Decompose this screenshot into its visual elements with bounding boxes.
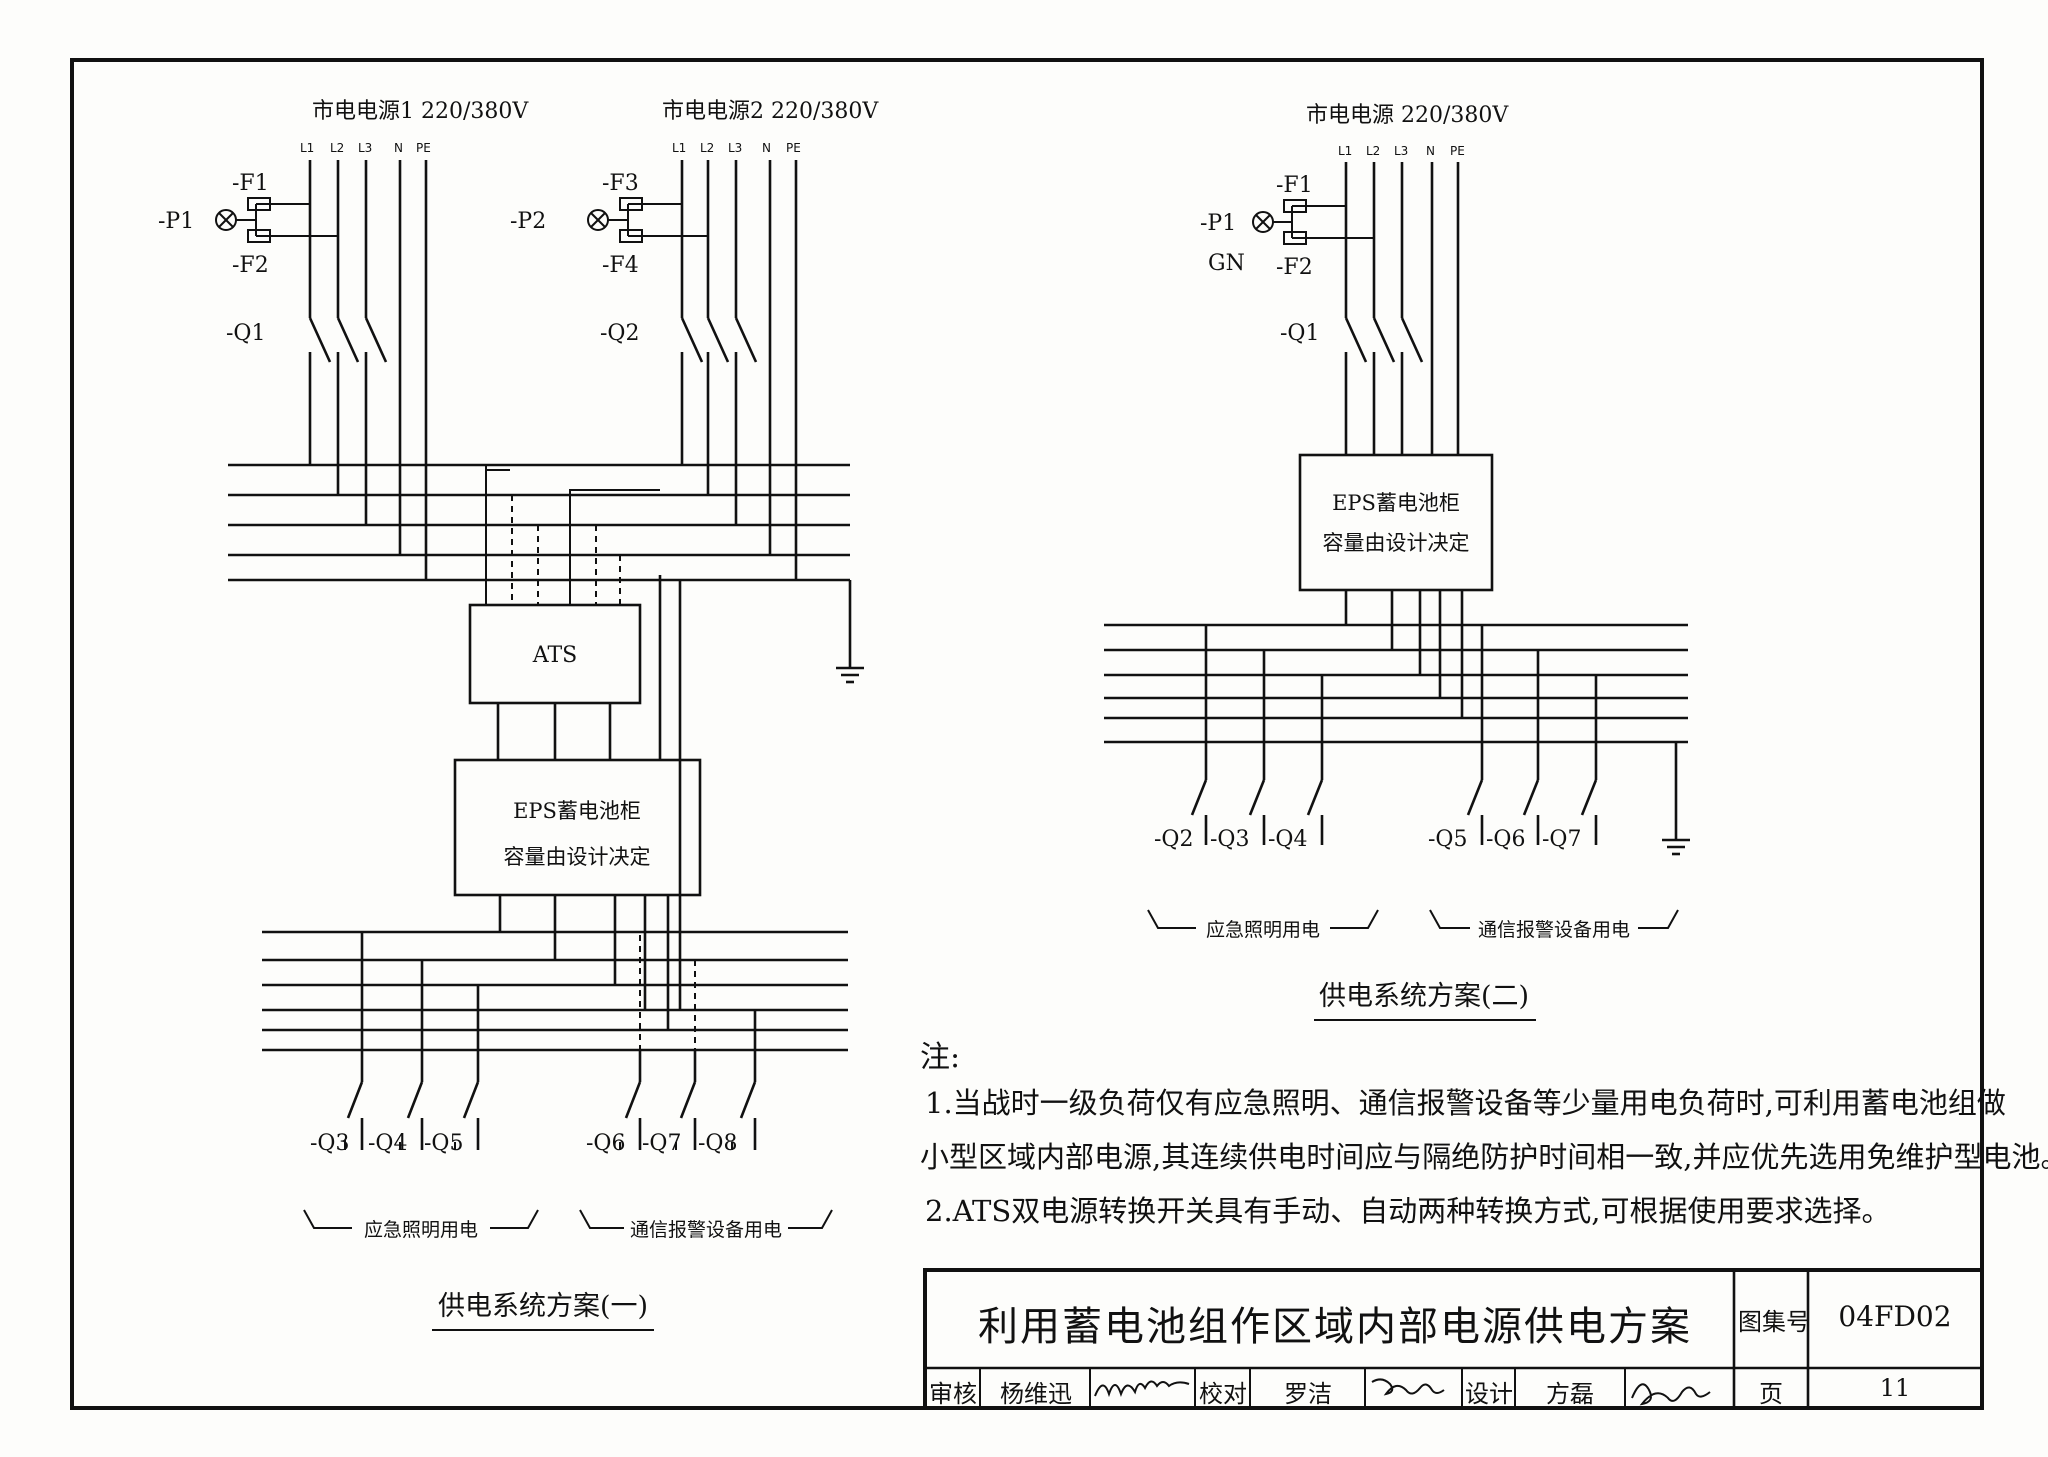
page-label: 页 bbox=[1759, 1380, 1783, 1408]
page-number: 11 bbox=[1879, 1374, 1911, 1402]
design-label: 设计 bbox=[1465, 1380, 1513, 1408]
reviewer-name: 杨维迅 bbox=[1000, 1380, 1072, 1408]
phase-label: L3 bbox=[728, 141, 742, 155]
phase-label: L3 bbox=[358, 141, 372, 155]
phase-label: L2 bbox=[700, 141, 714, 155]
d2-group-a-label: 应急照明用电 bbox=[1206, 919, 1320, 941]
phase-label: PE bbox=[1450, 144, 1465, 158]
phase-label: L1 bbox=[300, 141, 314, 155]
d1-out-label: -Q3 bbox=[310, 1131, 349, 1156]
d1-phase-labels-2: L1 L2 L3 N PE bbox=[672, 141, 801, 155]
phase-label: L1 bbox=[1338, 144, 1352, 158]
atlas-no-label: 图集号 bbox=[1738, 1308, 1810, 1336]
d1-ats-label: ATS bbox=[532, 643, 577, 668]
d1-f2-label: -F2 bbox=[232, 253, 269, 278]
d1-q1-label: -Q1 bbox=[226, 321, 265, 346]
phase-label: N bbox=[762, 141, 771, 155]
d1-eps-line1: EPS蓄电池柜 bbox=[513, 799, 641, 823]
d2-q1-label: -Q1 bbox=[1280, 321, 1319, 346]
d2-phase-labels: L1 L2 L3 N PE bbox=[1338, 144, 1465, 158]
d2-eps-box bbox=[1298, 453, 1494, 592]
note-line-3: 2.ATS双电源转换开关具有手动、自动两种转换方式,可根据使用要求选择。 bbox=[925, 1194, 1891, 1228]
d2-gn-label: GN bbox=[1208, 251, 1245, 276]
d2-out-label: -Q3 bbox=[1210, 827, 1249, 852]
note-line-2: 小型区域内部电源,其连续供电时间应与隔绝防护时间相一致,并应优先选用免维护型电池… bbox=[920, 1140, 2048, 1174]
title-block bbox=[923, 1268, 1984, 1410]
d2-f1-label: -F1 bbox=[1276, 173, 1313, 198]
phase-label: PE bbox=[416, 141, 431, 155]
notes-heading: 注: bbox=[920, 1040, 961, 1075]
d1-source1-label: 市电电源1 220/380V bbox=[312, 99, 529, 124]
designer-signature bbox=[1631, 1383, 1711, 1406]
designer-name: 方磊 bbox=[1546, 1380, 1594, 1408]
d1-f4-label: -F4 bbox=[602, 253, 639, 278]
atlas-no-value: 04FD02 bbox=[1838, 1300, 1952, 1333]
checker-name: 罗洁 bbox=[1284, 1380, 1332, 1408]
checker-signature bbox=[1371, 1378, 1445, 1396]
reviewer-signature bbox=[1094, 1380, 1190, 1398]
d2-p1-label: -P1 bbox=[1200, 211, 1236, 236]
d1-p2-label: -P2 bbox=[510, 209, 546, 234]
d2-eps-line1: EPS蓄电池柜 bbox=[1332, 491, 1460, 515]
d2-caption: 供电系统方案(二) bbox=[1319, 981, 1529, 1012]
d2-group-b-label: 通信报警设备用电 bbox=[1478, 919, 1630, 941]
d2-out-label: -Q2 bbox=[1154, 827, 1193, 852]
diagram-2: 市电电源 220/380V L1 L2 L3 N PE -P1 GN -F1 -… bbox=[1104, 103, 1690, 1021]
d1-f1-label: -F1 bbox=[232, 171, 269, 196]
phase-label: PE bbox=[786, 141, 801, 155]
d1-out-label: -Q8 bbox=[698, 1131, 737, 1156]
check-label: 校对 bbox=[1199, 1380, 1247, 1408]
drawing-title: 利用蓄电池组作区域内部电源供电方案 bbox=[978, 1304, 1692, 1350]
d2-f2-label: -F2 bbox=[1276, 255, 1313, 280]
d1-group-b-label: 通信报警设备用电 bbox=[630, 1219, 782, 1241]
phase-label: L2 bbox=[1366, 144, 1380, 158]
d2-eps-line2: 容量由设计决定 bbox=[1323, 531, 1470, 555]
d1-caption: 供电系统方案(一) bbox=[438, 1291, 648, 1322]
phase-label: L2 bbox=[330, 141, 344, 155]
d1-q2-label: -Q2 bbox=[600, 321, 639, 346]
d2-source-label: 市电电源 220/380V bbox=[1306, 103, 1509, 128]
d1-eps-line2: 容量由设计决定 bbox=[504, 845, 651, 869]
phase-label: L3 bbox=[1394, 144, 1408, 158]
d1-out-label: -Q7 bbox=[642, 1131, 681, 1156]
d2-out-label: -Q4 bbox=[1268, 827, 1307, 852]
d1-out-label: -Q5 bbox=[424, 1131, 463, 1156]
d2-out-label: -Q7 bbox=[1542, 827, 1581, 852]
diagram-1: 市电电源1 220/380V 市电电源2 220/380V L1 L2 L3 N… bbox=[158, 99, 879, 1331]
d1-eps-box bbox=[453, 758, 702, 897]
note-line-1: 1.当战时一级负荷仅有应急照明、通信报警设备等少量用电负荷时,可利用蓄电池组做 bbox=[925, 1086, 2006, 1120]
d1-f3-label: -F3 bbox=[602, 171, 639, 196]
d2-out-label: -Q6 bbox=[1486, 827, 1525, 852]
phase-label: L1 bbox=[672, 141, 686, 155]
phase-label: N bbox=[1426, 144, 1435, 158]
d1-out-label: -Q6 bbox=[586, 1131, 625, 1156]
d1-phase-labels-1: L1 L2 L3 N PE bbox=[300, 141, 431, 155]
review-label: 审核 bbox=[929, 1380, 977, 1408]
d1-out-label: -Q4 bbox=[368, 1131, 407, 1156]
d1-p1-label: -P1 bbox=[158, 209, 194, 234]
d2-out-label: -Q5 bbox=[1428, 827, 1467, 852]
d1-group-a-label: 应急照明用电 bbox=[364, 1219, 478, 1241]
d1-source2-label: 市电电源2 220/380V bbox=[662, 99, 879, 124]
phase-label: N bbox=[394, 141, 403, 155]
